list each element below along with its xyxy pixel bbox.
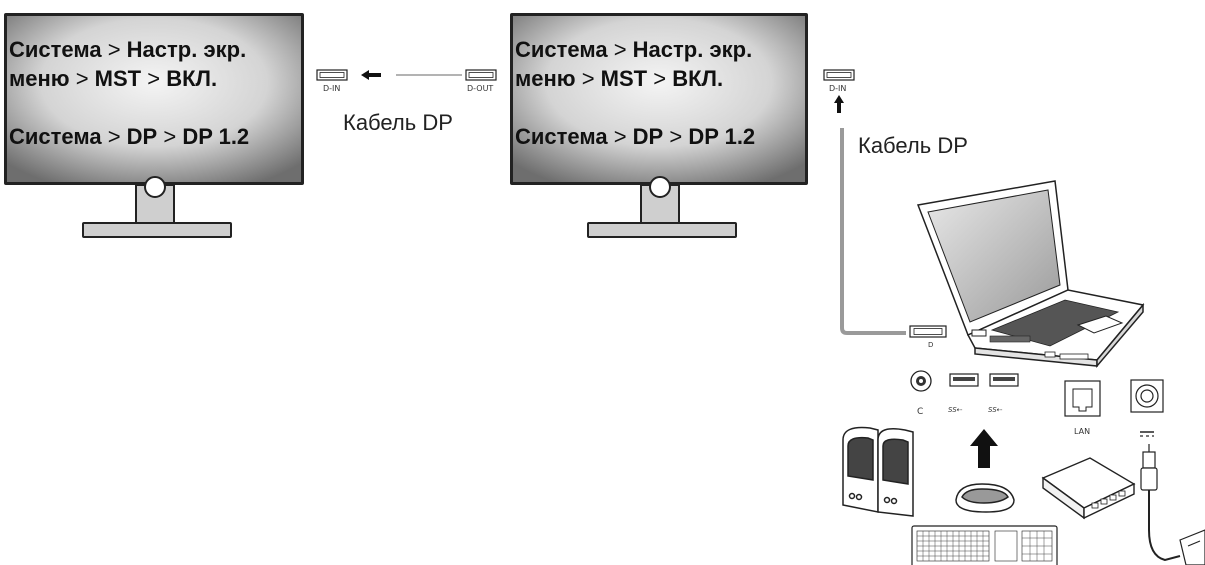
dp-cable-label-2: Кабель DP [858,133,968,158]
separator: > [607,37,633,62]
menu-word: DP [126,124,158,149]
monitor-2-line-2: меню > MST > ВКЛ. [515,64,755,93]
menu-word: Настр. экр. [126,37,247,62]
monitor-1 [4,13,304,238]
monitor-2-line-1: Система > Настр. экр. [515,35,755,64]
svg-text:SS⇠: SS⇠ [948,406,963,414]
separator: > [69,66,95,91]
monitor-1-screen-text: Система > Настр. экр. меню > MST > ВКЛ. … [9,35,249,151]
menu-word: Система [515,124,608,149]
dp-cable-line-2 [840,128,906,335]
separator: > [101,37,127,62]
usb-port-icon: SS⇠ [948,373,979,414]
laptop-icon [916,180,1145,369]
menu-word: MST [600,66,648,91]
audio-jack-icon: C [910,370,932,417]
menu-word: Система [9,124,102,149]
menu-word: DP 1.2 [182,124,250,149]
router-icon [1041,457,1136,520]
dp-port-icon [316,69,348,81]
menu-word: DP 1.2 [688,124,756,149]
svg-text:SS⇠: SS⇠ [988,406,1003,414]
separator: > [647,66,673,91]
separator: > [157,124,183,149]
dp-in-label-1: D-IN [323,84,341,93]
monitor-2 [510,13,808,238]
lan-label: LAN [1074,427,1091,436]
speakers-icon [842,426,914,517]
keyboard-icon [911,525,1058,565]
arrow-up-icon [970,429,998,468]
power-plug-icon [1140,444,1205,565]
menu-word: ВКЛ. [672,66,724,91]
dp-port-icon: D [909,325,947,349]
separator: > [607,124,633,149]
mouse-icon [955,483,1015,513]
menu-word: MST [94,66,142,91]
dp-port-icon [465,69,497,81]
menu-word: Система [515,37,608,62]
menu-word: ВКЛ. [166,66,218,91]
arrow-left-icon [361,70,381,80]
separator: > [663,124,689,149]
separator: > [101,124,127,149]
svg-text:D: D [928,341,933,349]
menu-word: DP [632,124,664,149]
dp-port-icon [823,69,855,81]
menu-word: меню [9,66,70,91]
dp-out-label: D-OUT [467,84,494,93]
lan-port-icon [1064,380,1101,417]
usb-port-icon: SS⇠ [988,373,1019,414]
separator: > [141,66,167,91]
svg-text:C: C [917,407,923,417]
monitor-1-line-3: Система > DP > DP 1.2 [9,122,249,151]
separator: > [575,66,601,91]
dp-in-label-2: D-IN [829,84,847,93]
dc-power-icon [1130,379,1164,437]
monitor-1-line-1: Система > Настр. экр. [9,35,249,64]
menu-word: меню [515,66,576,91]
dp-cable-label-1: Кабель DP [343,110,453,135]
menu-word: Настр. экр. [632,37,753,62]
monitor-1-line-2: меню > MST > ВКЛ. [9,64,249,93]
menu-word: Система [9,37,102,62]
arrow-up-icon [834,95,844,113]
monitor-2-screen-text: Система > Настр. экр. меню > MST > ВКЛ. … [515,35,755,151]
monitor-2-line-3: Система > DP > DP 1.2 [515,122,755,151]
